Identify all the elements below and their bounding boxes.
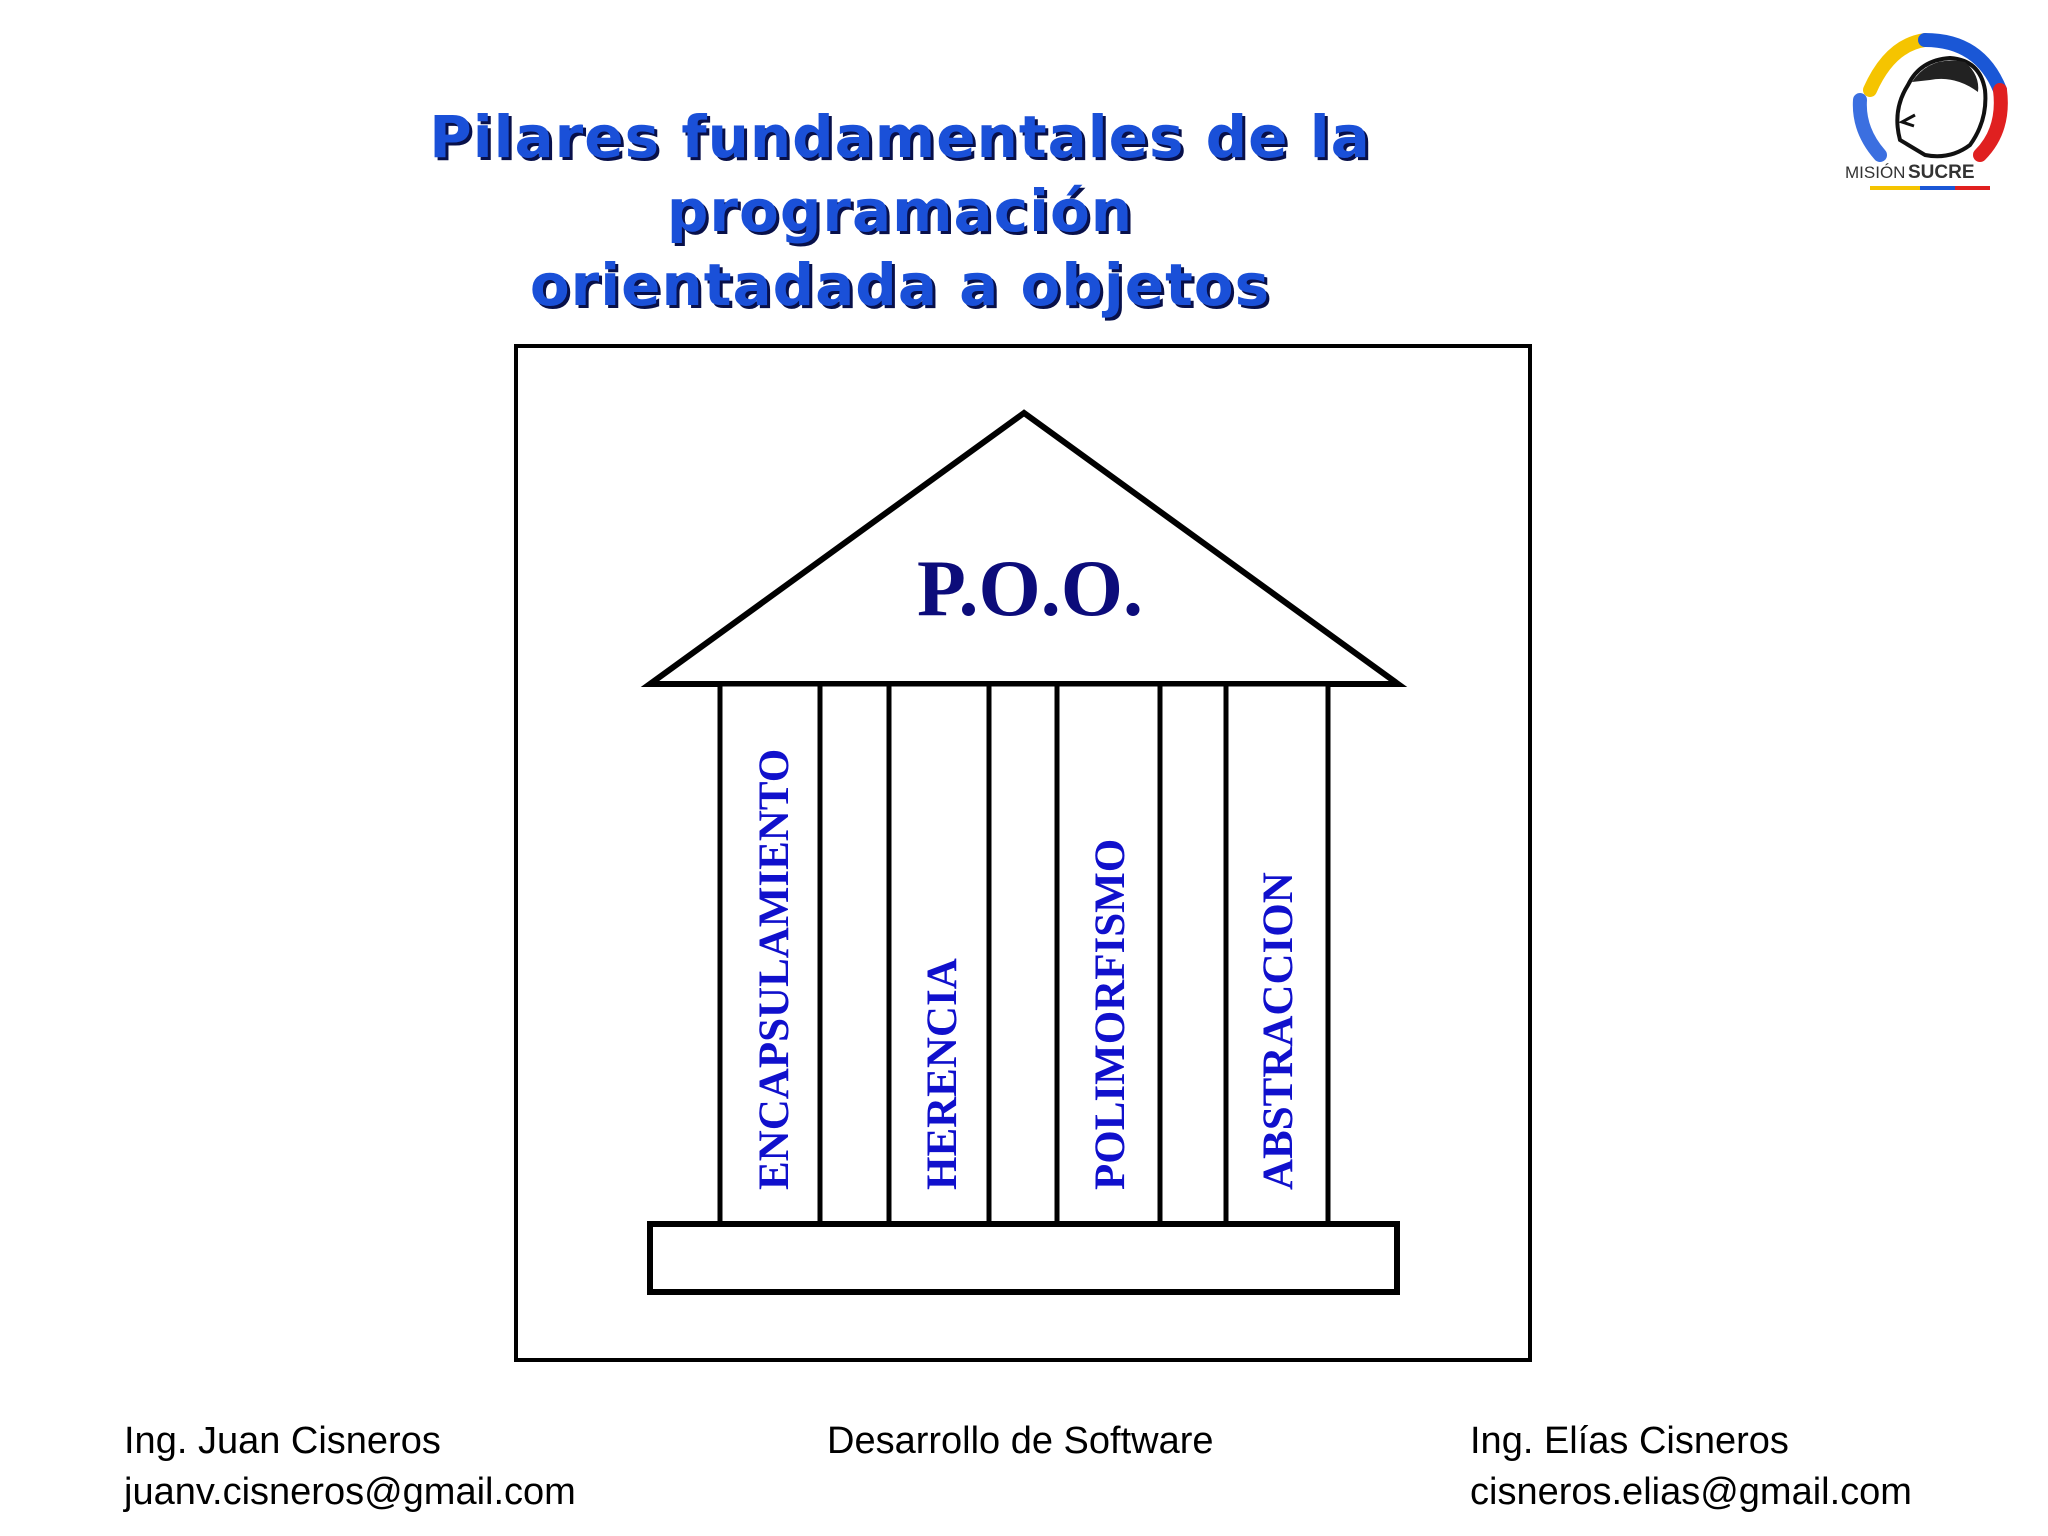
logo-portrait-nose <box>1898 113 1916 128</box>
logo-red-arc <box>1973 83 2008 162</box>
mision-sucre-logo: MISIÓN SUCRE <box>1845 33 2008 190</box>
logo-blue-arc-left <box>1852 93 1887 162</box>
author-right-email: cisneros.elias@gmail.com <box>1470 1471 1912 1513</box>
author-right-name: Ing. Elías Cisneros <box>1470 1420 1789 1462</box>
pillar-label-encapsulamiento: ENCAPSULAMIENTO <box>751 749 798 1190</box>
slide-title: Pilares fundamentales de la programación… <box>200 100 1600 322</box>
pillar-label-herencia: HERENCIA <box>919 958 966 1190</box>
logo-stripe-yellow <box>1870 186 1920 190</box>
pillar-polimorfismo <box>1054 681 1163 1227</box>
temple-base <box>647 1221 1400 1295</box>
footer-center: Desarrollo de Software <box>827 1416 1214 1467</box>
title-line-2: orientadada a objetos <box>529 251 1271 319</box>
column-gap-1 <box>817 681 892 1227</box>
logo-stripe-blue <box>1920 186 1955 190</box>
footer-right: Ing. Elías Cisneros cisneros.elias@gmail… <box>1470 1416 1912 1518</box>
logo-text-light: MISIÓN <box>1845 163 1905 182</box>
pillar-abstraccion <box>1223 681 1331 1227</box>
course-name: Desarrollo de Software <box>827 1420 1214 1462</box>
column-gap-2 <box>986 681 1060 1227</box>
author-left-email: juanv.cisneros@gmail.com <box>124 1471 576 1513</box>
logo-blue-arc <box>1918 33 2007 97</box>
author-left-name: Ing. Juan Cisneros <box>124 1420 441 1462</box>
logo-stripe-red <box>1955 186 1990 190</box>
diagram-frame <box>514 344 1532 1362</box>
footer-left: Ing. Juan Cisneros juanv.cisneros@gmail.… <box>124 1416 576 1518</box>
pillar-herencia <box>886 681 992 1227</box>
roof-label: P.O.O. <box>917 545 1143 633</box>
pillar-label-polimorfismo: POLIMORFISMO <box>1087 839 1134 1190</box>
temple-columns <box>717 681 1331 1227</box>
title-line-1: Pilares fundamentales de la programación <box>429 103 1371 245</box>
logo-portrait-hair <box>1912 60 1979 92</box>
column-gap-3 <box>1157 681 1229 1227</box>
logo-text-bold: SUCRE <box>1908 162 1975 183</box>
pillar-label-abstraccion: ABSTRACCION <box>1255 872 1302 1190</box>
